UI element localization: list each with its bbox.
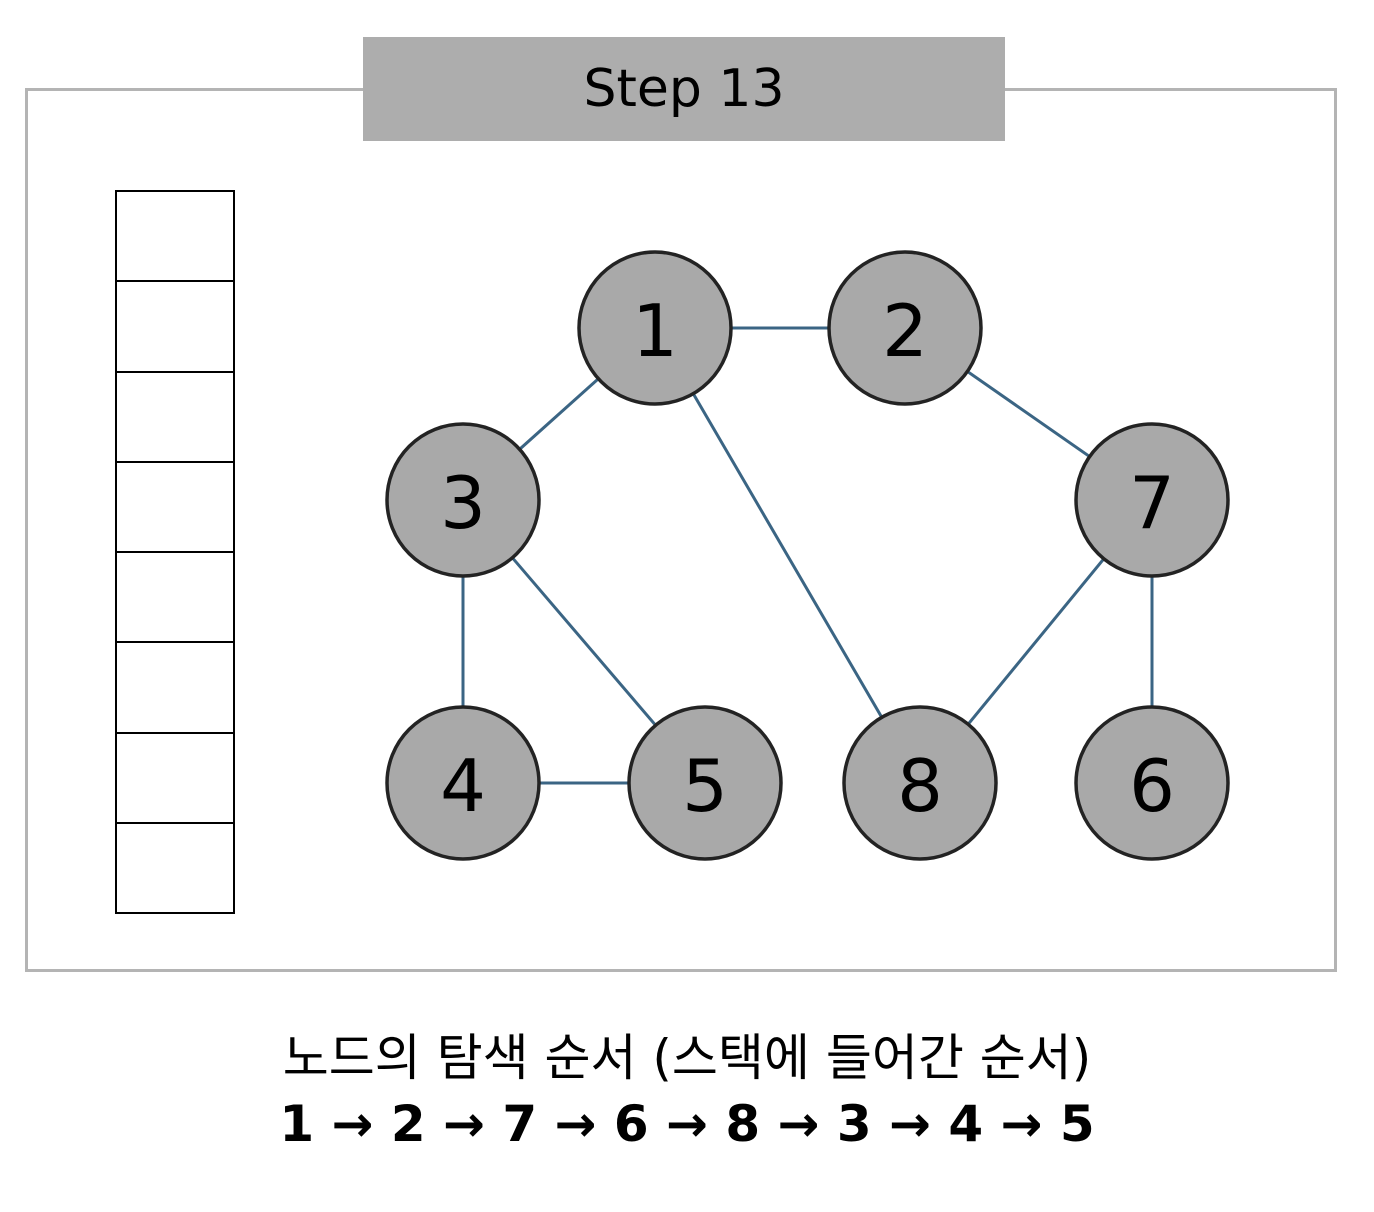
stack-cell — [117, 824, 233, 912]
traversal-caption-title: 노드의 탐색 순서 (스택에 들어간 순서) — [282, 1029, 1092, 1087]
stack-cell — [117, 734, 233, 824]
stack — [115, 190, 235, 914]
stack-cell — [117, 553, 233, 644]
step-title: Step 13 — [363, 37, 1005, 141]
stack-cell — [117, 643, 233, 734]
stack-cell — [117, 282, 233, 373]
stack-cell — [117, 373, 233, 463]
stack-cell — [117, 463, 233, 553]
stack-cell — [117, 192, 233, 283]
traversal-order: 1 → 2 → 7 → 6 → 8 → 3 → 4 → 5 — [279, 1095, 1095, 1153]
